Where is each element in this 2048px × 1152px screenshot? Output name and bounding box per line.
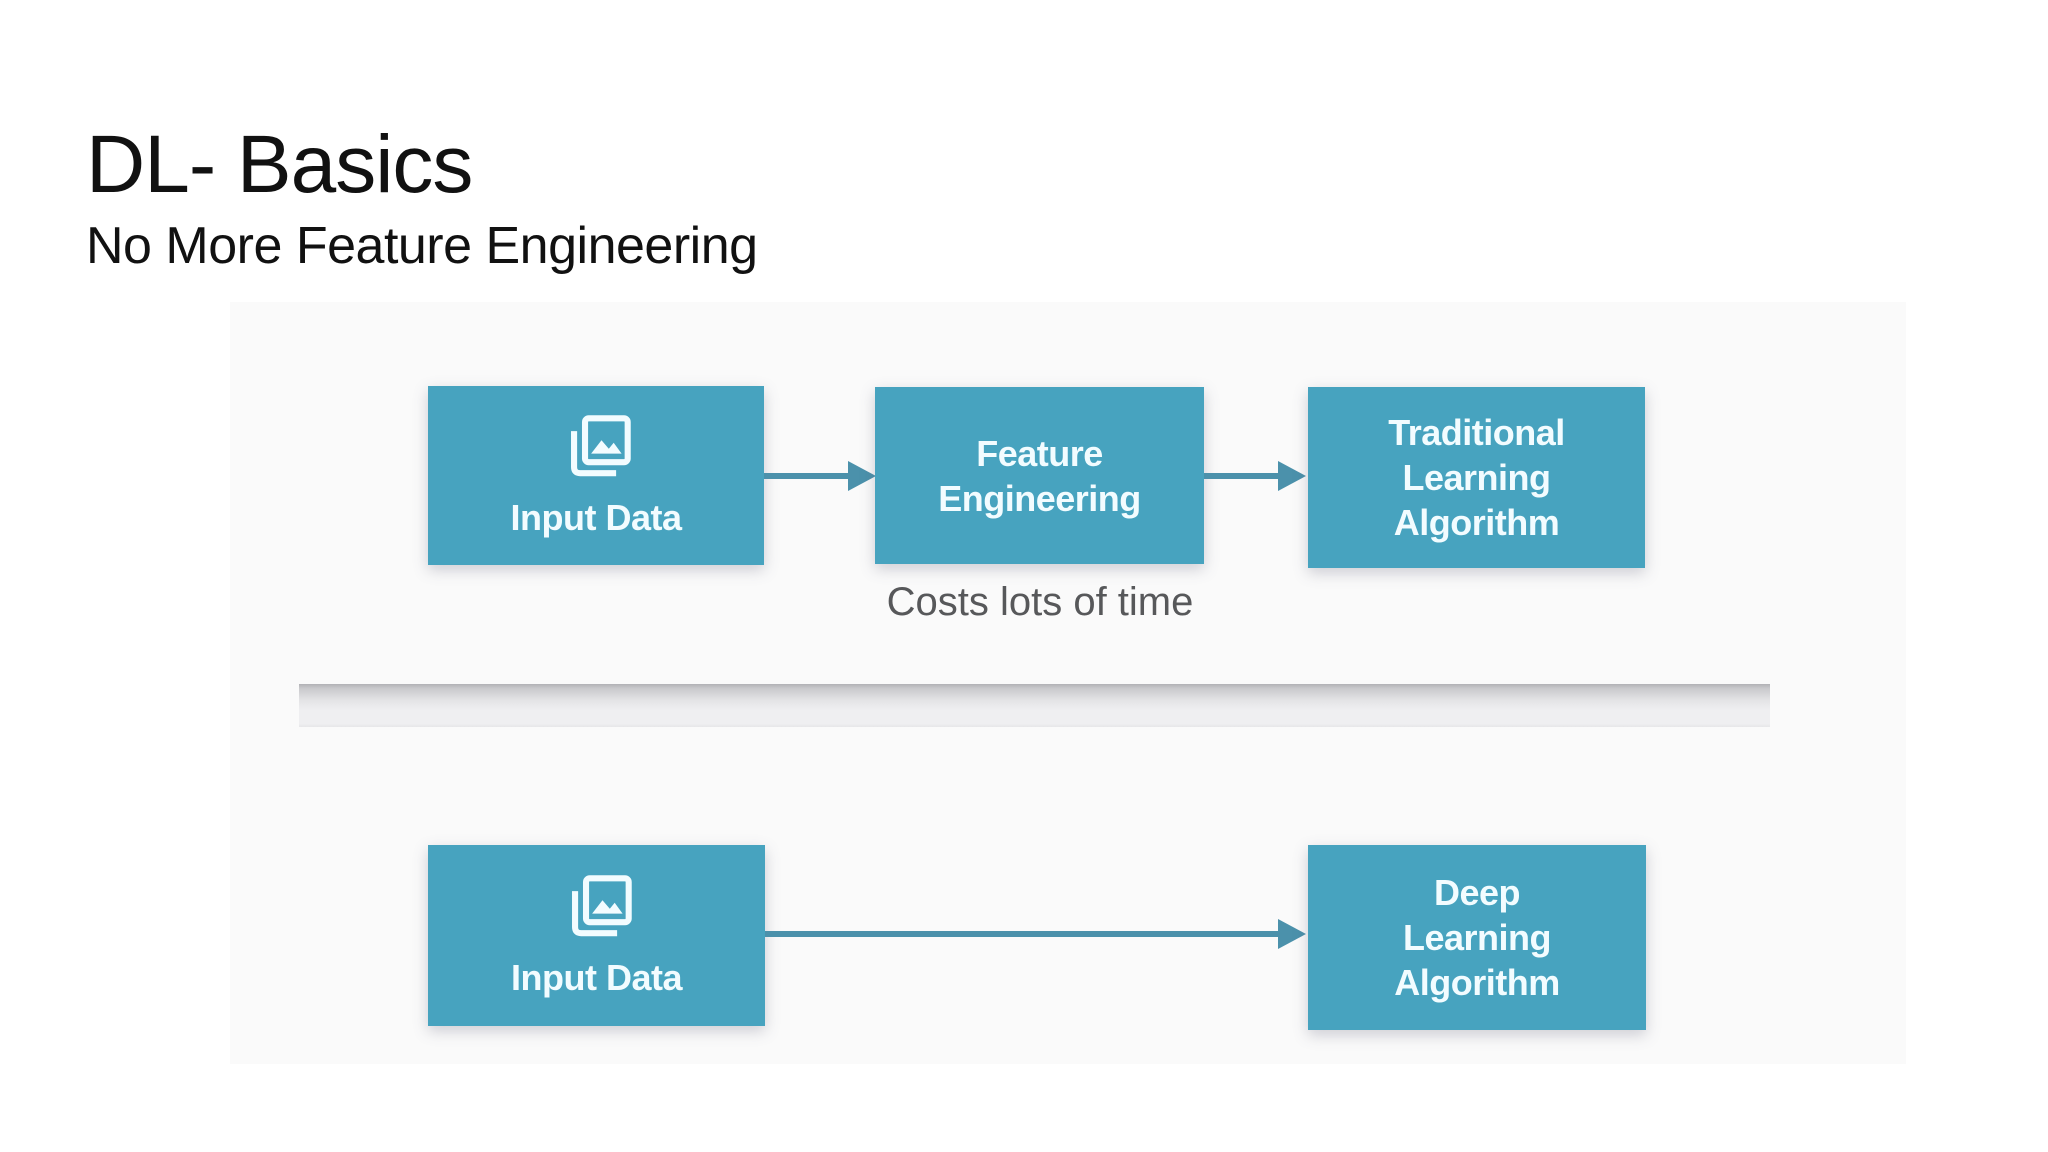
arrow-head-icon xyxy=(1278,461,1306,491)
node-deep-learning-algorithm: Deep Learning Algorithm xyxy=(1308,845,1646,1030)
arrow-line-input-to-feature xyxy=(764,473,850,479)
photo-library-icon xyxy=(557,411,635,489)
node-traditional-learning-algorithm: Traditional Learning Algorithm xyxy=(1308,387,1645,568)
caption-costs-lots-of-time: Costs lots of time xyxy=(886,580,1194,624)
node-input-data-top: Input Data xyxy=(428,386,764,565)
arrow-head-icon xyxy=(1278,919,1306,949)
arrow-line-input-to-deep xyxy=(765,931,1280,937)
node-label: Traditional Learning Algorithm xyxy=(1388,412,1565,543)
page-title: DL- Basics xyxy=(86,119,473,210)
page-subtitle: No More Feature Engineering xyxy=(86,217,758,275)
node-label: Feature Engineering xyxy=(938,432,1141,519)
node-label: Deep Learning Algorithm xyxy=(1394,872,1560,1003)
node-label: Input Data xyxy=(510,497,683,538)
divider-bar xyxy=(299,684,1770,727)
arrow-head-icon xyxy=(848,461,876,491)
node-feature-engineering: Feature Engineering xyxy=(875,387,1204,564)
node-input-data-bottom: Input Data xyxy=(428,845,765,1026)
photo-library-icon xyxy=(558,871,636,949)
arrow-line-feature-to-traditional xyxy=(1204,473,1280,479)
node-label: Input Data xyxy=(511,957,683,998)
